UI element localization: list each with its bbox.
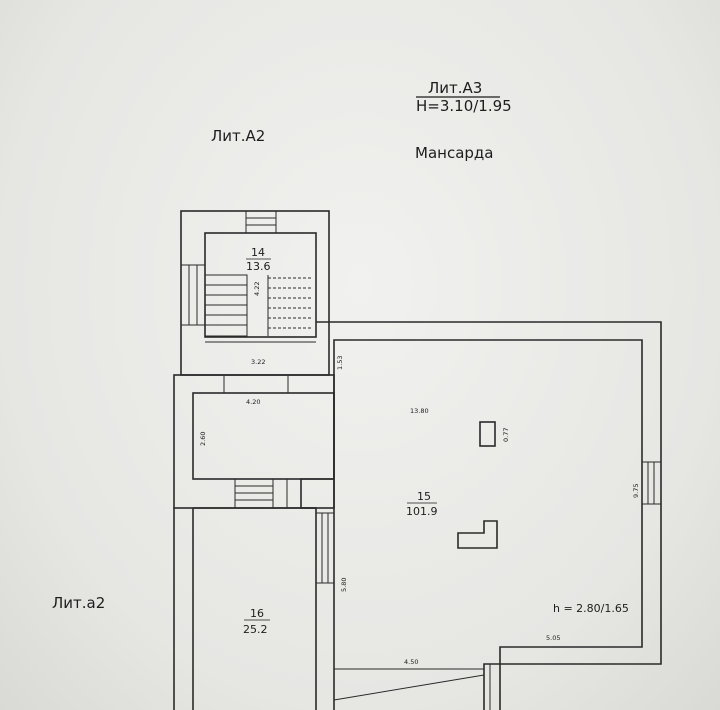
window-room-16 — [315, 512, 335, 584]
room-15-outer-wall — [316, 321, 662, 710]
room-15-area: 101.9 — [406, 505, 438, 518]
room-14-number: 14 — [251, 246, 265, 259]
window-right-room-15 — [641, 461, 662, 505]
dim-5-05: 5.05 — [546, 634, 560, 642]
dim-1-53: 1.53 — [336, 356, 344, 370]
room-15-block: 1.53 13.80 0.77 9.75 15 101.9 h = 2.80/1… — [300, 321, 662, 710]
room-16-area: 25.2 — [243, 623, 268, 636]
dim-4-20: 4.20 — [246, 398, 260, 406]
window-left-stair — [180, 264, 206, 326]
chimney-2 — [457, 520, 498, 549]
room-14-block: 14 13.6 4.22 3.22 — [180, 210, 330, 376]
stair-flight-left — [204, 274, 248, 337]
room-15-number: 15 — [417, 490, 431, 503]
corridor-doorway — [223, 374, 289, 394]
room-15-height: h = 2.80/1.65 — [553, 602, 629, 615]
dim-3-22: 3.22 — [251, 358, 265, 366]
corridor-inner-wall — [192, 392, 335, 480]
dim-line-diagonal — [333, 674, 485, 701]
dim-9-75: 9.75 — [632, 484, 640, 498]
window-corridor-bottom — [234, 478, 288, 509]
room-16-number: 16 — [250, 607, 264, 620]
room-14-area: 13.6 — [246, 260, 271, 273]
room-16-block: 5.80 16 25.2 — [173, 507, 348, 710]
block-a3-label: Лит.А3 — [428, 79, 482, 97]
dim-5-80: 5.80 — [340, 578, 348, 592]
corridor-block: 4.20 2.60 — [173, 374, 335, 509]
chimney-1 — [479, 421, 496, 447]
attic-label: Мансарда — [415, 144, 493, 162]
block-a2-label: Лит.А2 — [211, 127, 265, 145]
room-15-inner-wall — [333, 339, 643, 710]
height-a3-label: Н=3.10/1.95 — [416, 97, 512, 115]
dim-0-77: 0.77 — [502, 428, 510, 442]
window-top-stair — [245, 210, 277, 234]
dim-4-50: 4.50 — [404, 658, 418, 666]
dim-13-80: 13.80 — [410, 407, 429, 415]
stair-flight-right — [267, 275, 312, 336]
corridor-outer-wall — [173, 374, 335, 509]
room-15-west-wall — [300, 478, 334, 710]
dim-4-22: 4.22 — [253, 282, 261, 296]
block-a2-lower-label: Лит.а2 — [52, 594, 105, 612]
dim-2-60: 2.60 — [199, 432, 207, 446]
